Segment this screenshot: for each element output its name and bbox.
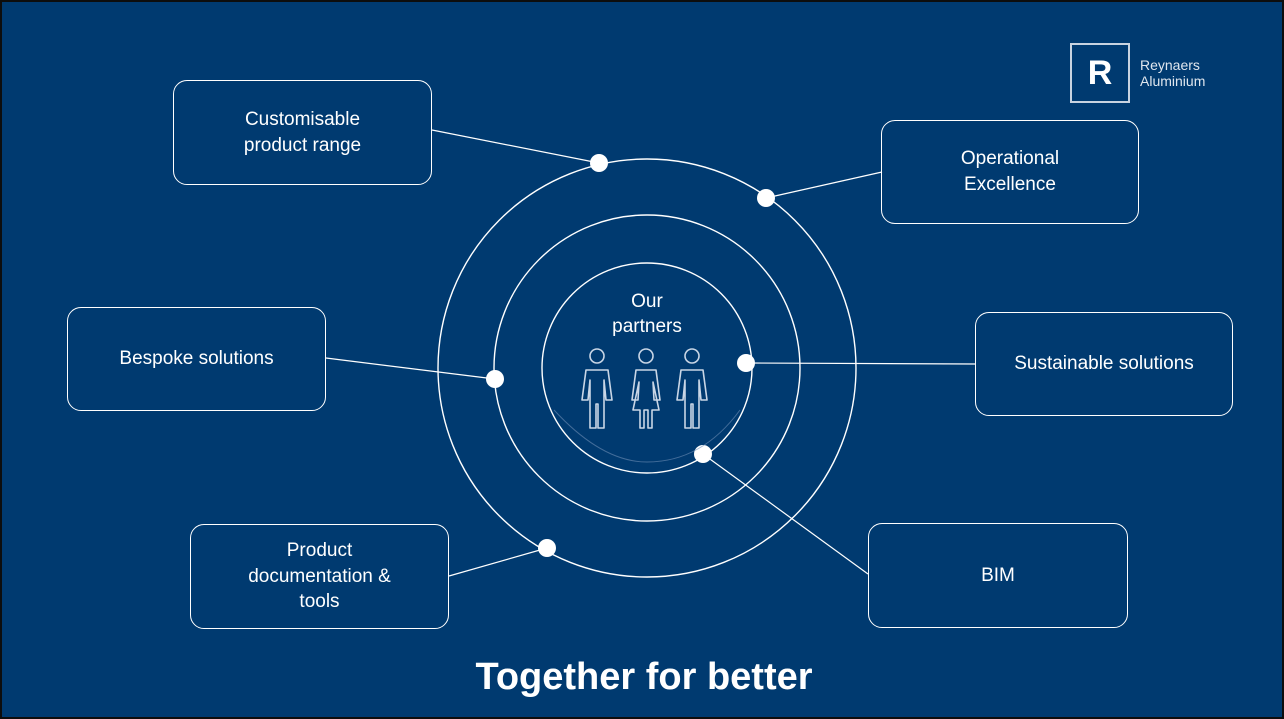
box-documentation-line1: Product [286,540,353,562]
middle-ring [493,214,801,522]
box-sustainable-line1: Sustainable solutions [1014,353,1194,375]
logo-text-line1: Reynaers [1140,56,1200,73]
connector-bim [702,453,869,575]
box-customisable-product-range: Customisable product range [173,80,432,185]
connector-customisable [431,129,600,164]
box-operational-line2: Excellence [964,174,1056,195]
logo-text-line2: Aluminium [1140,73,1206,89]
dot-documentation [538,539,556,557]
box-operational-excellence: Operational Excellence [881,120,1139,224]
center-label-line1: Our [631,291,663,312]
box-bespoke-line1: Bespoke solutions [119,348,274,370]
connector-bespoke [325,357,496,380]
three-people-icon [581,348,708,429]
slide-title: Together for better [475,656,813,698]
center-label: Our partners [592,290,702,339]
center-label-line2: partners [612,315,682,337]
box-sustainable-solutions: Sustainable solutions [975,312,1233,416]
connector-sustainable [745,362,976,365]
dot-customisable [590,154,608,172]
box-documentation-line2: documentation & [248,565,391,587]
people-arc [553,409,741,463]
box-customisable-line2: product range [243,134,362,156]
dot-bespoke [486,370,504,388]
box-bespoke-solutions: Bespoke solutions [67,307,326,411]
dot-bim [694,445,712,463]
outer-ring [437,158,857,578]
connector-documentation [448,547,548,577]
logo-text: Reynaers Aluminium [1140,57,1205,89]
box-bim: BIM [868,523,1128,628]
logo-mark: R [1070,43,1130,103]
box-customisable-line1: Customisable [244,108,361,130]
logo-letter: R [1087,53,1113,92]
connector-operational [765,171,883,199]
box-bim-line1: BIM [981,564,1015,586]
dot-operational [757,189,775,207]
box-operational-line1: Operational [960,148,1060,170]
dot-sustainable [737,354,755,372]
box-documentation-line3: tools [299,591,340,613]
reynaers-logo: R Reynaers Aluminium [1070,43,1205,103]
box-product-documentation: Product documentation & tools [190,524,449,629]
